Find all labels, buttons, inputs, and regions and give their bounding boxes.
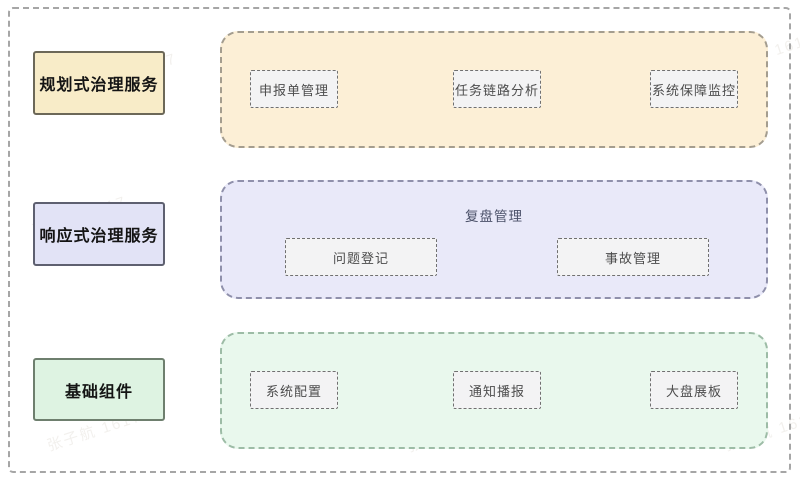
node-task-link-analysis: 任务链路分析 xyxy=(453,70,541,108)
outer-boundary xyxy=(8,7,791,473)
node-issue-registration: 问题登记 xyxy=(285,238,437,276)
node-incident-management: 事故管理 xyxy=(557,238,709,276)
node-system-configuration: 系统配置 xyxy=(250,371,338,409)
node-system-guarantee-monitoring: 系统保障监控 xyxy=(650,70,738,108)
group-base-components: 系统配置 通知播报 大盘展板 xyxy=(220,332,768,449)
node-dashboard-display: 大盘展板 xyxy=(650,371,738,409)
node-report-form-management: 申报单管理 xyxy=(250,70,338,108)
group-planned-governance: 申报单管理 任务链路分析 系统保障监控 xyxy=(220,31,768,148)
row-label-reactive-governance: 响应式治理服务 xyxy=(33,202,165,266)
row-label-base-components: 基础组件 xyxy=(33,358,165,421)
group-reactive-governance: 复盘管理 问题登记 事故管理 xyxy=(220,180,768,299)
node-notification-broadcast: 通知播报 xyxy=(453,371,541,409)
subgroup-title-review-management: 复盘管理 xyxy=(465,209,523,224)
row-label-planned-governance: 规划式治理服务 xyxy=(33,51,165,115)
